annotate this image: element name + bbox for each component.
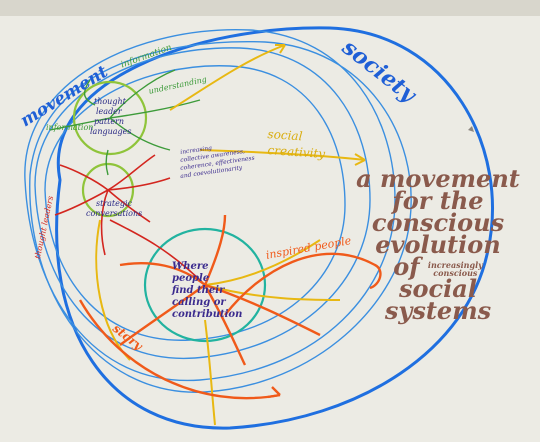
yellow-down [204, 319, 216, 426]
strategic-label: strategic [96, 199, 133, 208]
red-3 [107, 189, 151, 223]
title-line-4: evolution [375, 230, 501, 259]
orange-story [78, 299, 281, 400]
yellow-social-head [354, 153, 366, 166]
thought-label: thought [94, 97, 126, 106]
yellow-right [204, 239, 321, 286]
title-increasingly: increasingly [427, 259, 483, 270]
orange-down-left [119, 284, 206, 346]
arrow-info-left [49, 117, 111, 131]
thought-leader-circle [72, 80, 148, 156]
orange-left [119, 262, 206, 286]
orange-arrows [78, 214, 382, 400]
yellow-social [199, 149, 366, 161]
yellow-right2 [204, 284, 341, 301]
orange-down-right [204, 283, 321, 337]
pattern-label: pattern [94, 117, 125, 126]
where-line-5: contribution [172, 309, 243, 320]
information-left-label: information [46, 123, 94, 132]
arrow-understanding [109, 99, 201, 119]
title-line-5: of increasingly conscious [338, 255, 538, 279]
yellow-up-head [275, 44, 286, 54]
ellipse-3 [44, 65, 346, 341]
orange-up [203, 214, 227, 286]
core-circles [72, 80, 267, 343]
paper-top-shadow [0, 0, 540, 16]
red-1 [107, 154, 156, 191]
creativity-label: creativity [267, 143, 326, 161]
conversations-label: conversations [86, 209, 143, 218]
ellipse-2 [34, 47, 371, 360]
title-conscious-small: conscious [433, 267, 478, 278]
leader-label: leader [96, 107, 122, 116]
title-line-6: social [399, 274, 477, 303]
where-line-4: calling or [172, 297, 226, 308]
arrow-down-right [109, 117, 171, 151]
green-arrows [49, 69, 201, 176]
where-line-3: find their [172, 285, 225, 296]
where-line-1: Where [172, 261, 209, 272]
ellipse-1 [24, 29, 396, 382]
where-line-2: people [172, 273, 210, 284]
strategic-circle [81, 162, 135, 218]
arrow-link [105, 149, 109, 176]
title-line-7: systems [384, 296, 492, 325]
red-arrows [54, 154, 206, 286]
red-5 [59, 164, 109, 191]
languages-label: languages [90, 127, 132, 136]
red-2 [107, 177, 171, 191]
movement-ellipses [24, 29, 412, 393]
arrow-info-top [109, 69, 176, 119]
title-line-2: for the [392, 186, 484, 215]
yellow-left-down [95, 219, 131, 361]
social-label: social [267, 127, 303, 144]
title-line-3: conscious [371, 208, 505, 237]
red-4 [54, 189, 109, 216]
orange-story-head [267, 386, 281, 399]
title-block: a movement for the conscious evolution o… [338, 164, 538, 325]
title-of: of [393, 252, 420, 281]
title-parenthetical: increasingly conscious [428, 261, 483, 277]
orange-inspired [224, 252, 382, 316]
yellow-up [169, 44, 286, 111]
orange-down [203, 284, 247, 366]
ellipse-4 [29, 40, 412, 393]
arrow-swirl [83, 79, 96, 106]
red-to-center [109, 219, 206, 286]
yellow-arrows [95, 44, 366, 426]
red-6 [100, 189, 109, 256]
calling-circle [143, 227, 267, 343]
pin-mark [468, 126, 474, 132]
title-line-1: a movement [356, 164, 520, 193]
